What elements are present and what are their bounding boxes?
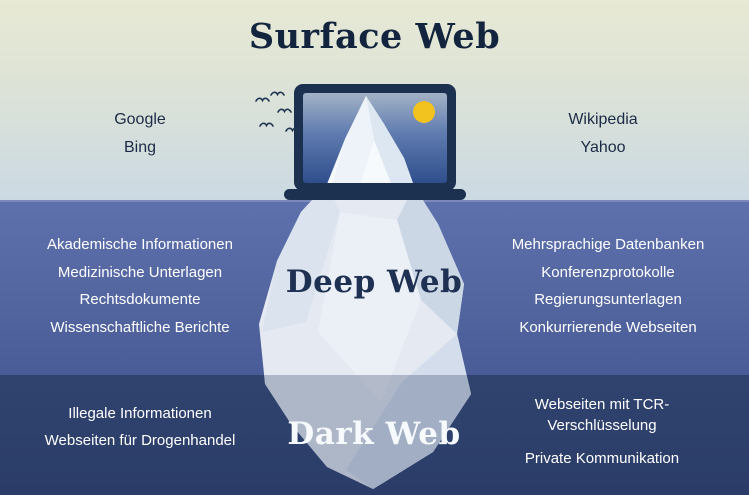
list-item: Webseiten für Drogenhandel xyxy=(44,432,236,449)
list-item: Bing xyxy=(123,139,157,156)
dark-left-list: Illegale Informationen Webseiten für Dro… xyxy=(20,400,260,454)
list-item: Regierungsunterlagen xyxy=(534,291,682,308)
list-item: Konkurrierende Webseiten xyxy=(519,318,697,336)
dark-right-list: Webseiten mit TCR-Verschlüsselung Privat… xyxy=(492,394,712,481)
list-item: Wikipedia xyxy=(568,111,638,128)
list-item: Webseiten mit TCR-Verschlüsselung xyxy=(534,396,670,434)
surface-web-title: Surface Web xyxy=(248,16,501,57)
deep-left-list: Akademische Informationen Medizinische U… xyxy=(18,231,262,341)
list-item: Mehrsprachige Datenbanken xyxy=(511,236,705,253)
dark-web-title: Dark Web xyxy=(287,416,461,452)
list-item: Illegale Informationen xyxy=(68,405,212,422)
list-item: Medizinische Unterlagen xyxy=(57,263,223,281)
list-item: Yahoo xyxy=(580,139,626,156)
list-item: Rechtsdokumente xyxy=(79,291,201,308)
list-item: Google xyxy=(114,111,166,128)
deep-web-title: Deep Web xyxy=(285,264,463,300)
list-item: Wissenschaftliche Berichte xyxy=(50,318,230,336)
deep-right-list: Mehrsprachige Datenbanken Konferenzproto… xyxy=(487,231,729,341)
list-item: Akademische Informationen xyxy=(47,236,233,253)
surface-left-list: Google Bing xyxy=(40,106,240,162)
list-item: Konferenzprotokolle xyxy=(541,263,675,281)
list-item: Private Kommunikation xyxy=(524,450,680,467)
surface-right-list: Wikipedia Yahoo xyxy=(508,106,698,162)
